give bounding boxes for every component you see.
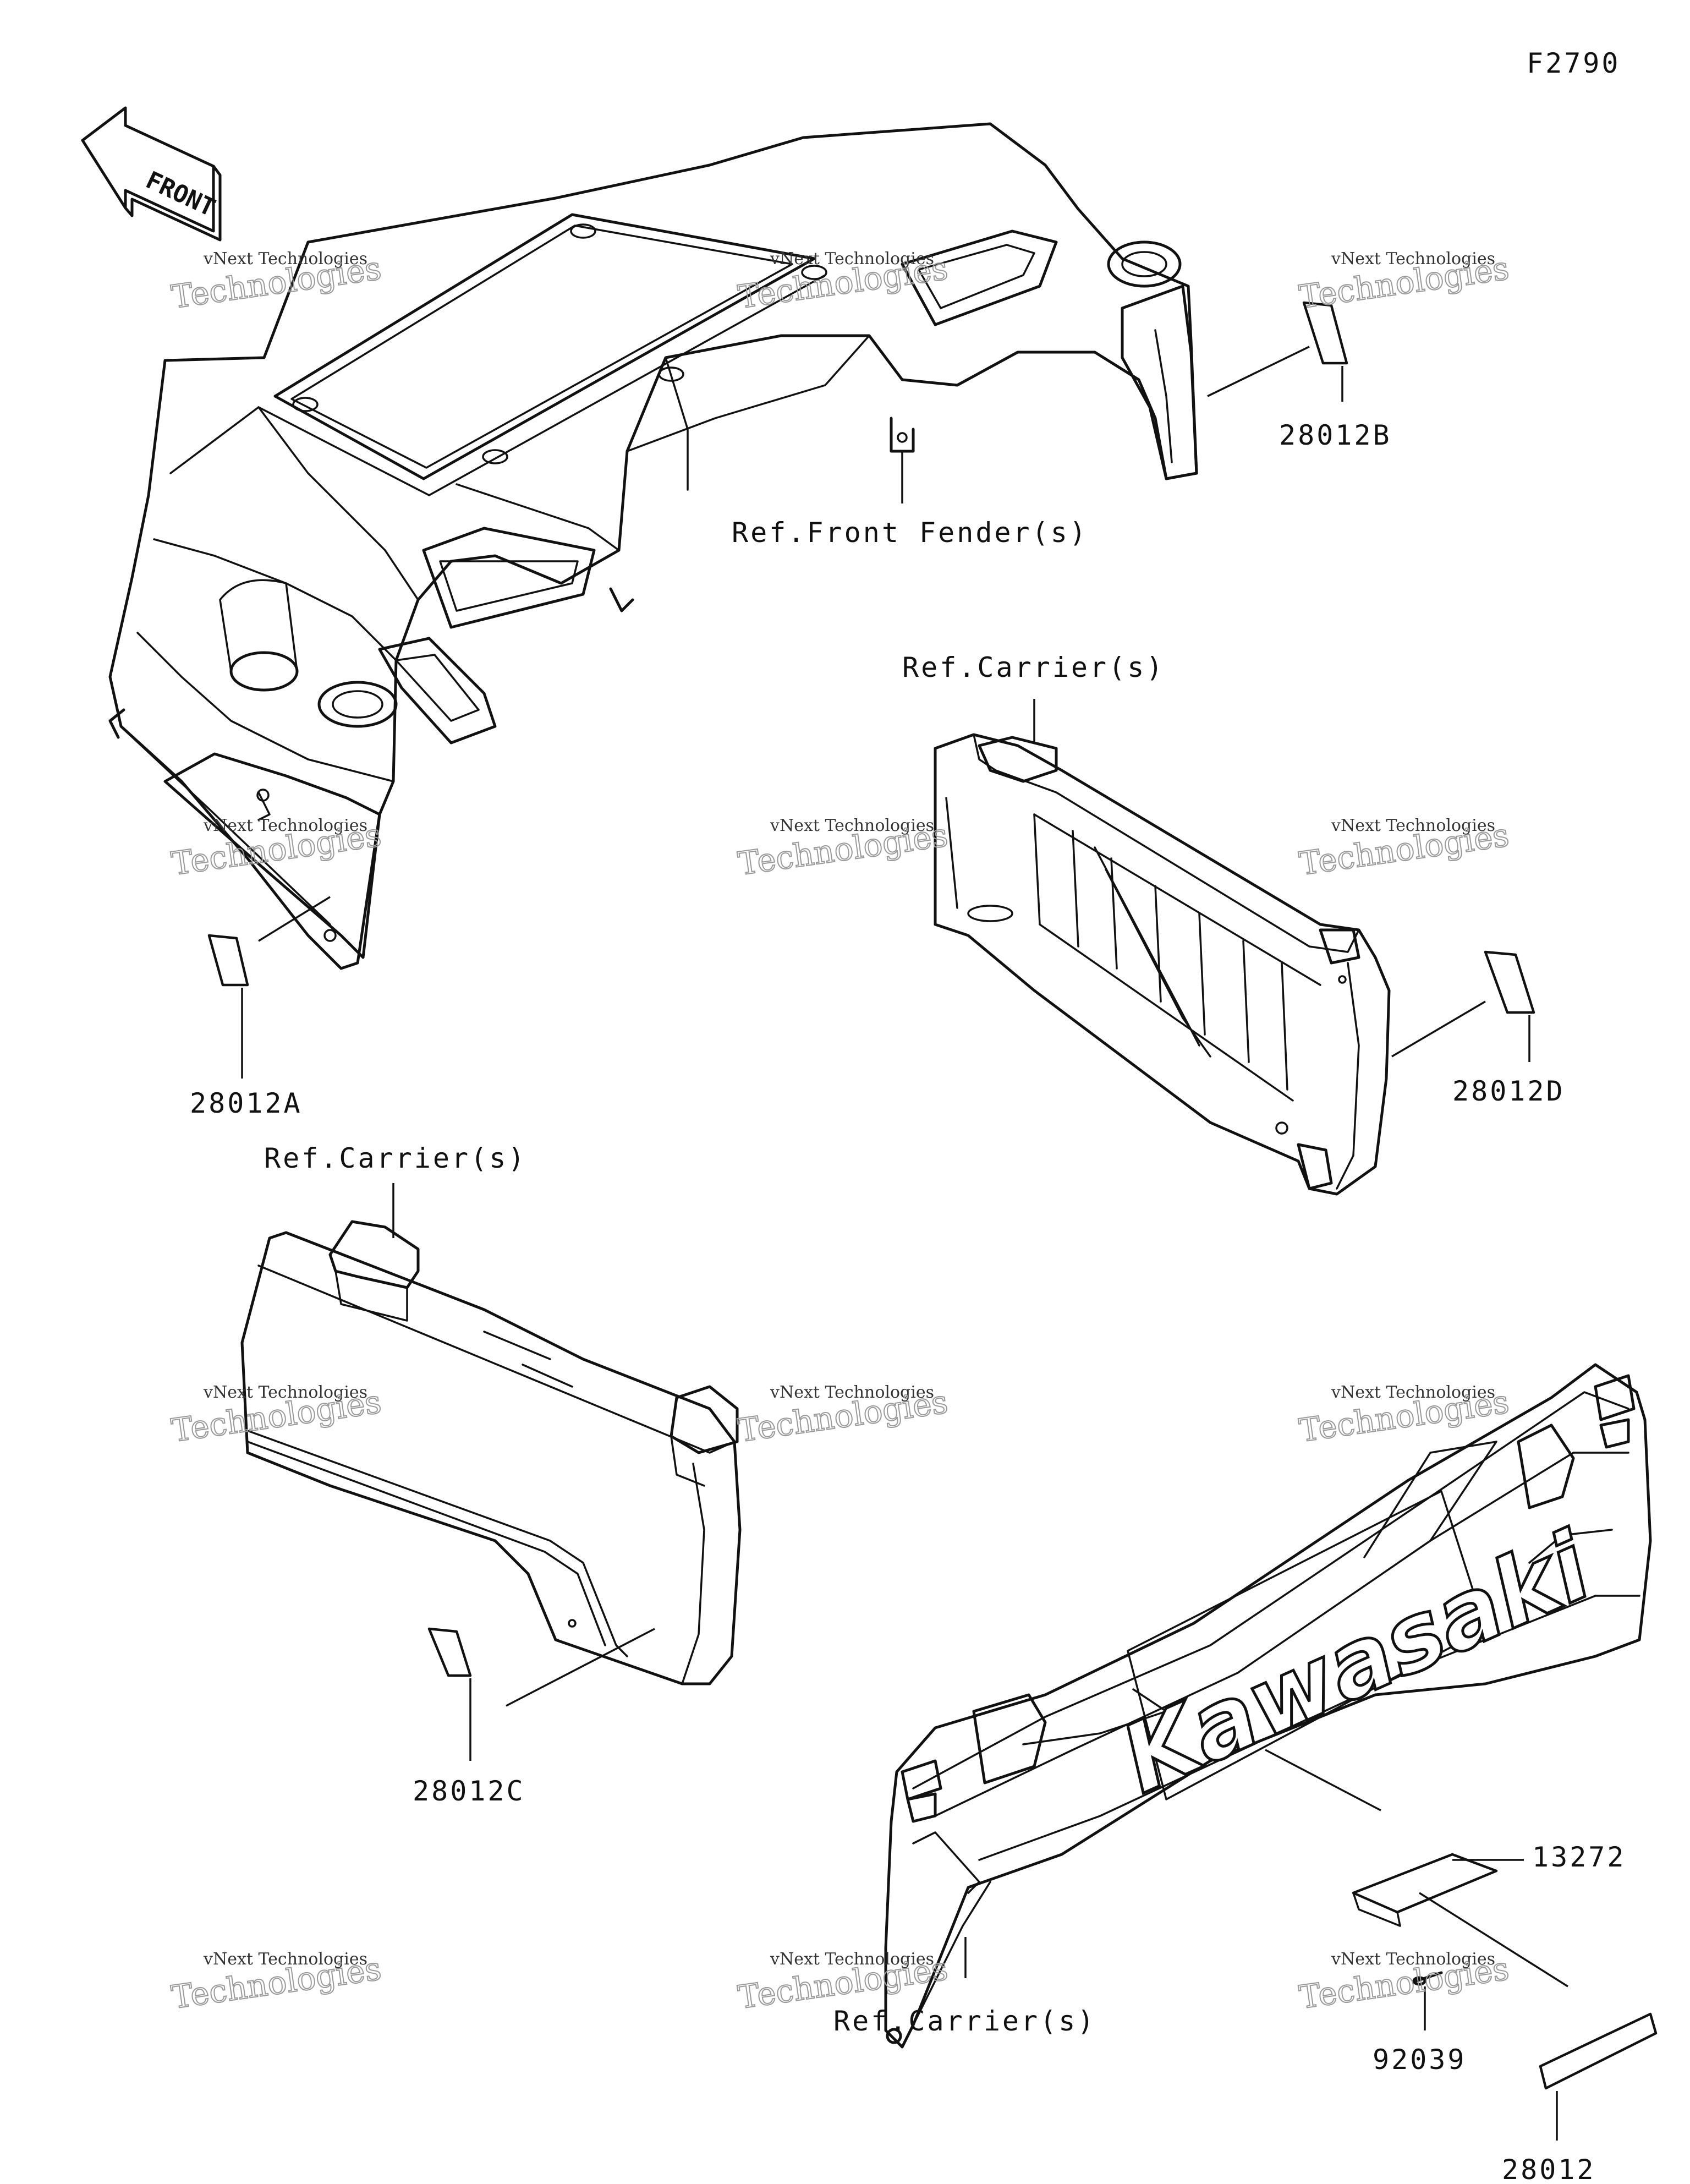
svg-text:vNext Technologies: vNext Technologies xyxy=(203,816,367,835)
leader-lines xyxy=(241,346,1568,2141)
part-92039-label: 92039 xyxy=(1373,2044,1467,2076)
ref-carrier-bottom-label: Ref.Carrier(s) xyxy=(833,2005,1096,2037)
watermark-1: vNext Technologies Technologies xyxy=(168,249,384,316)
watermark-5: vNext Technologies Technologies xyxy=(735,815,951,883)
carrier-side-illustration xyxy=(240,1220,742,1685)
part-28012D-label: 28012D xyxy=(1452,1075,1565,1107)
svg-text:vNext Technologies: vNext Technologies xyxy=(1331,249,1495,269)
svg-text:vNext Technologies: vNext Technologies xyxy=(203,1950,367,1969)
watermark-7: vNext Technologies Technologies xyxy=(168,1382,384,1450)
screw-92039 xyxy=(1412,1971,1443,1986)
watermark-12: vNext Technologies Technologies xyxy=(1296,1949,1512,2017)
carrier-rear-illustration xyxy=(934,733,1391,1196)
watermark-6: vNext Technologies Technologies xyxy=(1296,815,1512,883)
brand-mark: Kawasaki xyxy=(1106,1512,1607,1814)
svg-text:vNext Technologies: vNext Technologies xyxy=(1331,1383,1495,1402)
part-13272-label: 13272 xyxy=(1532,1841,1626,1873)
decal-28012A xyxy=(207,934,249,987)
svg-text:vNext Technologies: vNext Technologies xyxy=(770,1383,934,1402)
decal-28012B xyxy=(1302,301,1348,365)
front-label: FRONT xyxy=(141,166,220,222)
watermark-3: vNext Technologies Technologies xyxy=(1296,249,1512,316)
part-28012-label: 28012 xyxy=(1502,2154,1596,2184)
svg-text:vNext Technologies: vNext Technologies xyxy=(770,249,934,269)
ref-carrier-left-label: Ref.Carrier(s) xyxy=(264,1142,526,1174)
svg-text:vNext Technologies: vNext Technologies xyxy=(1331,816,1495,835)
bracket-13272 xyxy=(1352,1853,1498,1927)
watermark-10: vNext Technologies Technologies xyxy=(168,1949,384,2017)
decal-28012D xyxy=(1484,950,1535,1014)
svg-text:vNext Technologies: vNext Technologies xyxy=(203,249,367,269)
part-28012B-label: 28012B xyxy=(1279,419,1392,451)
decal-28012 xyxy=(1539,2012,1658,2090)
svg-text:vNext Technologies: vNext Technologies xyxy=(1331,1950,1495,1969)
decal-28012C xyxy=(427,1627,472,1677)
tailgate-illustration: Kawasaki xyxy=(884,1363,1652,2049)
svg-text:vNext Technologies: vNext Technologies xyxy=(770,816,934,835)
figure-code: F2790 xyxy=(1527,47,1621,79)
part-28012C-label: 28012C xyxy=(413,1775,525,1807)
front-fender-illustration xyxy=(108,122,1198,970)
front-arrow-icon: FRONT xyxy=(81,106,222,242)
watermark-8: vNext Technologies Technologies xyxy=(735,1382,951,1450)
ref-carrier-mid-label: Ref.Carrier(s) xyxy=(902,652,1165,683)
part-28012A-label: 28012A xyxy=(190,1087,303,1119)
svg-text:vNext Technologies: vNext Technologies xyxy=(203,1383,367,1402)
ref-front-fender-label: Ref.Front Fender(s) xyxy=(732,517,1088,549)
svg-text:vNext Technologies: vNext Technologies xyxy=(770,1950,934,1969)
